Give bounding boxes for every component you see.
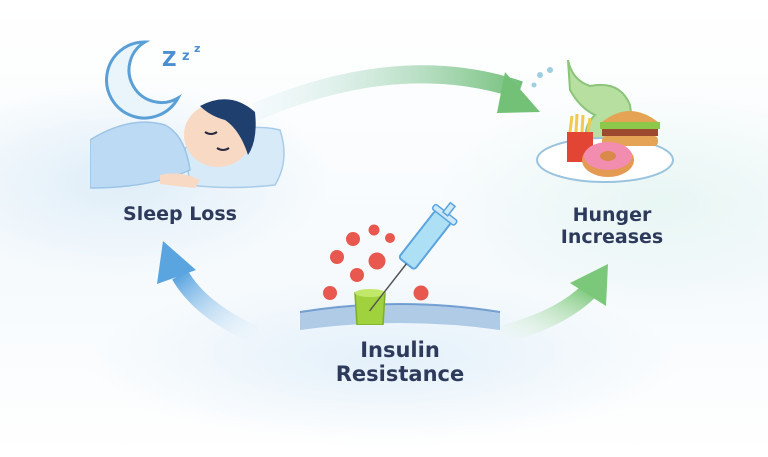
hunger-label-line2: Increases	[560, 225, 664, 248]
insulin-label-line1: Insulin	[360, 338, 440, 362]
cell-membrane	[300, 304, 500, 330]
node-hunger-increases-label: Hunger Increases	[532, 204, 692, 249]
svg-text:z: z	[182, 49, 190, 64]
hunger-label-line1: Hunger	[572, 204, 652, 226]
svg-text:z: z	[194, 42, 200, 55]
arrow-sleep-to-hunger	[251, 65, 540, 121]
insulin-label-line2: Resistance	[335, 362, 465, 387]
node-sleep-loss-label: Sleep Loss	[123, 203, 237, 225]
sleeping-person-icon: Z z z	[90, 40, 285, 189]
svg-text:Z: Z	[162, 47, 177, 71]
crescent-moon-icon	[105, 40, 182, 120]
node-insulin-resistance-label: Insulin Resistance	[300, 338, 500, 386]
syringe-receptor-icon	[323, 201, 458, 325]
fast-food-stomach-icon	[531, 60, 674, 183]
glucose-molecules	[323, 224, 429, 301]
arrow-insulin-to-hunger	[497, 264, 608, 344]
arrow-insulin-to-sleep	[157, 241, 259, 344]
